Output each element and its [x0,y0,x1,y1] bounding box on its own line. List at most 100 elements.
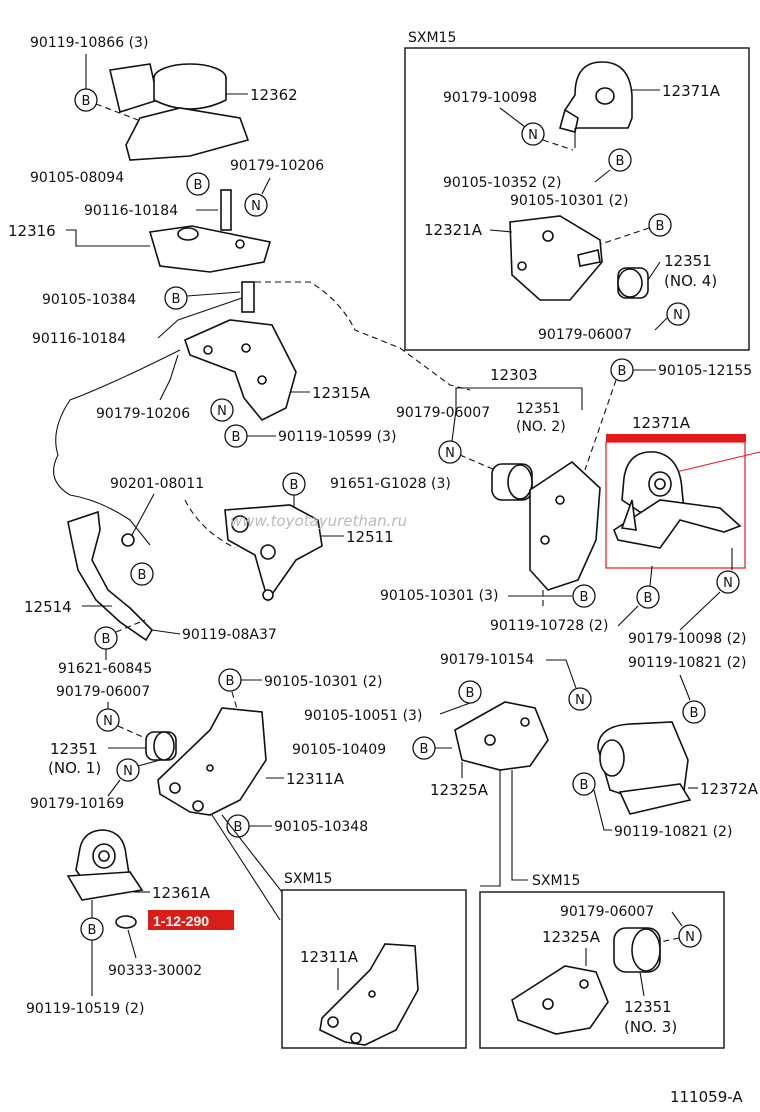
nut-marker [244,193,268,217]
part-12371a-sxm15[interactable] [559,61,633,133]
figure-id: 111059-A [670,1088,743,1106]
bolt-marker [186,172,210,196]
bolt-marker [572,772,596,796]
bolt-letter: B [138,568,147,583]
stud-bolt[interactable] [220,189,232,231]
label-90179-10169: 90179-10169 [30,796,124,812]
bolt-letter: B [82,94,91,109]
bolt-letter: B [88,923,97,938]
nut-letter: N [217,404,227,419]
bushing-12351-no4[interactable] [617,267,649,299]
label-12371a-sxm15: 12371A [662,82,721,100]
nut-letter: N [103,714,113,729]
label-90119-10728: 90119-10728 (2) [490,618,608,634]
part-12303-bracket[interactable] [529,460,601,591]
bolt-letter: B [690,706,699,721]
part-12316[interactable] [148,225,272,273]
sxm15-top-right-title: SXM15 [408,30,456,46]
bolt-marker [130,562,154,586]
label-90179-10206-mid: 90179-10206 [96,406,190,422]
part-12372a[interactable] [597,721,692,815]
label-12311a-sxm15: 12311A [300,948,359,966]
nut-letter: N [445,446,455,461]
nut-letter: N [251,199,261,214]
nut-letter: N [123,764,133,779]
label-90179-06007-sxm15: 90179-06007 [538,327,632,343]
bolt-marker [74,88,98,112]
label-91651-g1028: 91651-G1028 (3) [330,476,451,492]
stud-bolt[interactable] [241,281,255,313]
label-90105-10384: 90105-10384 [42,292,136,308]
bolt-letter: B [226,674,235,689]
label-90179-06007-left: 90179-06007 [56,684,150,700]
label-12361a: 12361A [152,884,211,902]
label-90179-10154: 90179-10154 [440,652,534,668]
label-90333-30002: 90333-30002 [108,963,202,979]
label-90105-12155: 90105-12155 [658,363,752,379]
bushing-12351-no2[interactable] [491,463,533,501]
part-12511[interactable] [224,504,323,602]
label-90105-10348: 90105-10348 [274,819,368,835]
bolt-letter: B [580,778,589,793]
sxm15-bottom-right-box [479,891,725,1049]
sxm15-top-right-box [404,47,750,351]
bolt-letter: B [194,178,203,193]
bolt-letter: B [420,742,429,757]
bushing-12351-no3[interactable] [613,927,661,973]
nut-marker [678,924,702,948]
reference-badge-1-12-290[interactable]: 1-12-290 [148,910,234,930]
nut-letter: N [723,576,733,591]
label-no4: (NO. 4) [664,272,717,290]
label-90179-06007-mid: 90179-06007 [396,405,490,421]
bolt-marker [636,585,660,609]
bolt-marker [608,148,632,172]
part-12311a-sxm15[interactable] [319,943,419,1046]
label-90105-10301-sxm15: 90105-10301 (2) [510,193,628,209]
bolt-letter: B [656,219,665,234]
label-12311a: 12311A [286,770,345,788]
label-90105-10352: 90105-10352 (2) [443,175,561,191]
sxm15-bottom-left-box [281,889,467,1049]
nut-marker [116,758,140,782]
bolt-letter: B [232,430,241,445]
label-90105-10051: 90105-10051 (3) [304,708,422,724]
part-12371a-main[interactable] [613,451,742,549]
label-12514: 12514 [24,598,72,616]
highlight-frame [605,441,746,569]
part-12325a[interactable] [454,701,549,771]
label-12371a-main: 12371A [632,414,691,432]
label-90105-10301-3: 90105-10301 (3) [380,588,498,604]
bolt-letter: B [234,820,243,835]
bolt-letter: B [618,364,627,379]
label-no2: (NO. 2) [516,419,566,435]
label-90119-10821-bot: 90119-10821 (2) [614,824,732,840]
part-12321a[interactable] [509,215,603,301]
bolt-letter: B [644,591,653,606]
highlight-bar [606,434,746,442]
label-91621-60845: 91621-60845 [58,661,152,677]
label-12325a-sxm15: 12325A [542,928,601,946]
label-12303: 12303 [490,366,538,384]
label-90179-06007-sxm15-br: 90179-06007 [560,904,654,920]
part-12362[interactable] [109,63,250,161]
part-12311a[interactable] [157,707,267,816]
label-12351-sxm15-br: 12351 [624,998,672,1016]
label-90105-10409: 90105-10409 [292,742,386,758]
bushing-12351-no1[interactable] [145,731,177,761]
part-12361a[interactable] [66,829,144,901]
nut-marker [210,398,234,422]
bolt-letter: B [580,590,589,605]
part-12315a[interactable] [184,319,297,422]
engine-outline [53,281,471,549]
part-12325a-sxm15[interactable] [511,965,609,1035]
bolt-letter: B [466,686,475,701]
washer-90201-08011[interactable] [121,533,135,547]
washer-90333-30002[interactable] [115,915,137,929]
nut-letter: N [685,930,695,945]
label-12362: 12362 [250,86,298,104]
highlight-pointer [675,451,760,473]
label-no1: (NO. 1) [48,759,101,777]
label-90119-08a37: 90119-08A37 [182,627,277,643]
label-no3: (NO. 3) [624,1018,677,1036]
